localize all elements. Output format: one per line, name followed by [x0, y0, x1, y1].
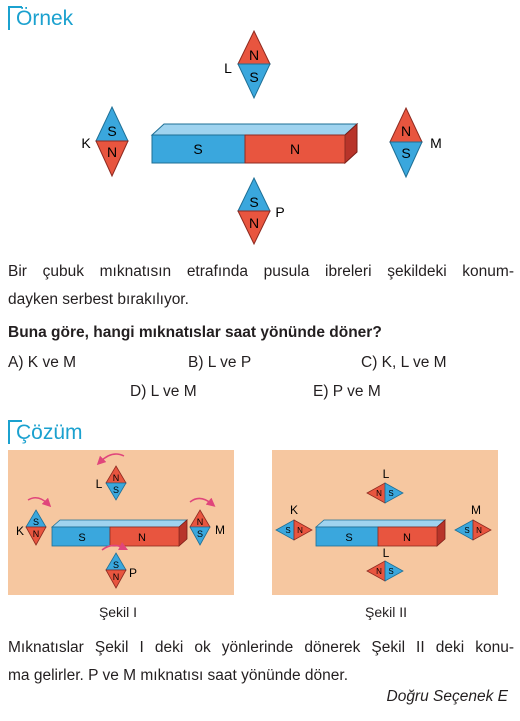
svg-text:N: N — [138, 532, 146, 544]
magnet-figure: S N N S L S N K N S M S N P — [81, 29, 442, 245]
example-title: Örnek — [16, 7, 74, 30]
fig2-top-label: L — [383, 467, 390, 481]
svg-text:N: N — [33, 529, 40, 539]
question-text: Bir çubuk mıknatısın etrafında pusula ib… — [8, 258, 514, 314]
heading-bracket — [8, 420, 22, 444]
svg-text:N: N — [403, 532, 411, 544]
bar-south-label: S — [193, 141, 202, 157]
option-b: B) L ve P — [188, 354, 252, 371]
figure-1: S N N S L S N K N S M S N P — [8, 450, 234, 595]
fig2-k-label: K — [290, 503, 298, 517]
svg-text:N: N — [401, 123, 411, 139]
svg-text:S: S — [401, 145, 410, 161]
svg-text:S: S — [249, 69, 258, 85]
svg-text:N: N — [249, 47, 259, 63]
svg-text:N: N — [113, 473, 120, 483]
correct-answer: Doğru Seçenek E — [386, 688, 509, 705]
question-line-1: Bir çubuk mıknatısın etrafında pusula ib… — [8, 263, 514, 280]
solution-text: Mıknatıslar Şekil I deki ok yönlerinde d… — [8, 634, 514, 690]
solution-line-2: ma gelirler. P ve M mıknatısı saat yönün… — [8, 667, 349, 684]
bar-north-label: N — [290, 141, 300, 157]
svg-text:S: S — [345, 532, 352, 544]
question-prompt: Buna göre, hangi mıknatıslar saat yönünd… — [8, 324, 382, 341]
svg-text:N: N — [107, 144, 117, 160]
option-c: C) K, L ve M — [361, 354, 447, 371]
fig1-p-label: P — [129, 566, 137, 580]
question-line-2: dayken serbest bırakılıyor. — [8, 291, 189, 308]
option-a: A) K ve M — [8, 354, 77, 371]
svg-text:S: S — [197, 529, 203, 539]
heading-bracket — [8, 6, 22, 30]
needle-l-label: L — [224, 60, 232, 76]
solution-title: Çözüm — [16, 421, 83, 444]
svg-text:S: S — [113, 485, 119, 495]
needle-l: N S L — [224, 29, 271, 100]
svg-text:S: S — [107, 123, 116, 139]
bar-magnet: S N — [150, 122, 359, 165]
needle-p: S N P — [237, 176, 285, 245]
needle-m-label: M — [430, 135, 442, 151]
needle-k-label: K — [81, 135, 91, 151]
svg-text:S: S — [78, 532, 85, 544]
svg-text:S: S — [249, 194, 258, 210]
svg-text:N: N — [376, 567, 382, 576]
svg-text:N: N — [376, 489, 382, 498]
svg-text:N: N — [249, 215, 259, 231]
bar-north-half — [244, 134, 346, 164]
svg-text:S: S — [388, 567, 393, 576]
needle-k: S N K — [81, 105, 129, 178]
figure-2-caption: Şekil II — [364, 604, 407, 620]
svg-text:N: N — [113, 572, 120, 582]
option-d: D) L ve M — [130, 383, 197, 400]
needle-p-label: P — [275, 204, 284, 220]
fig1-k-label: K — [16, 524, 24, 538]
fig1-l-label: L — [96, 477, 103, 491]
figure-2: S N N S L S N K S N M N S L — [272, 450, 498, 595]
fig2-m-label: M — [471, 503, 481, 517]
svg-text:N: N — [476, 526, 482, 535]
svg-text:N: N — [297, 526, 303, 535]
svg-text:S: S — [464, 526, 469, 535]
svg-text:S: S — [113, 560, 119, 570]
svg-text:S: S — [33, 517, 39, 527]
svg-text:S: S — [285, 526, 290, 535]
figure-1-caption: Şekil I — [98, 604, 138, 620]
bar-south-half — [151, 134, 246, 164]
fig2-bottom-label: L — [383, 546, 390, 560]
solution-line-1: Mıknatıslar Şekil I deki ok yönlerinde d… — [8, 639, 514, 656]
svg-text:N: N — [197, 517, 204, 527]
svg-text:S: S — [388, 489, 393, 498]
option-e: E) P ve M — [313, 383, 381, 400]
solution-figures: S N N S L S N K N S M S N P — [8, 450, 498, 595]
fig1-m-label: M — [215, 523, 225, 537]
needle-m: N S M — [389, 106, 442, 179]
